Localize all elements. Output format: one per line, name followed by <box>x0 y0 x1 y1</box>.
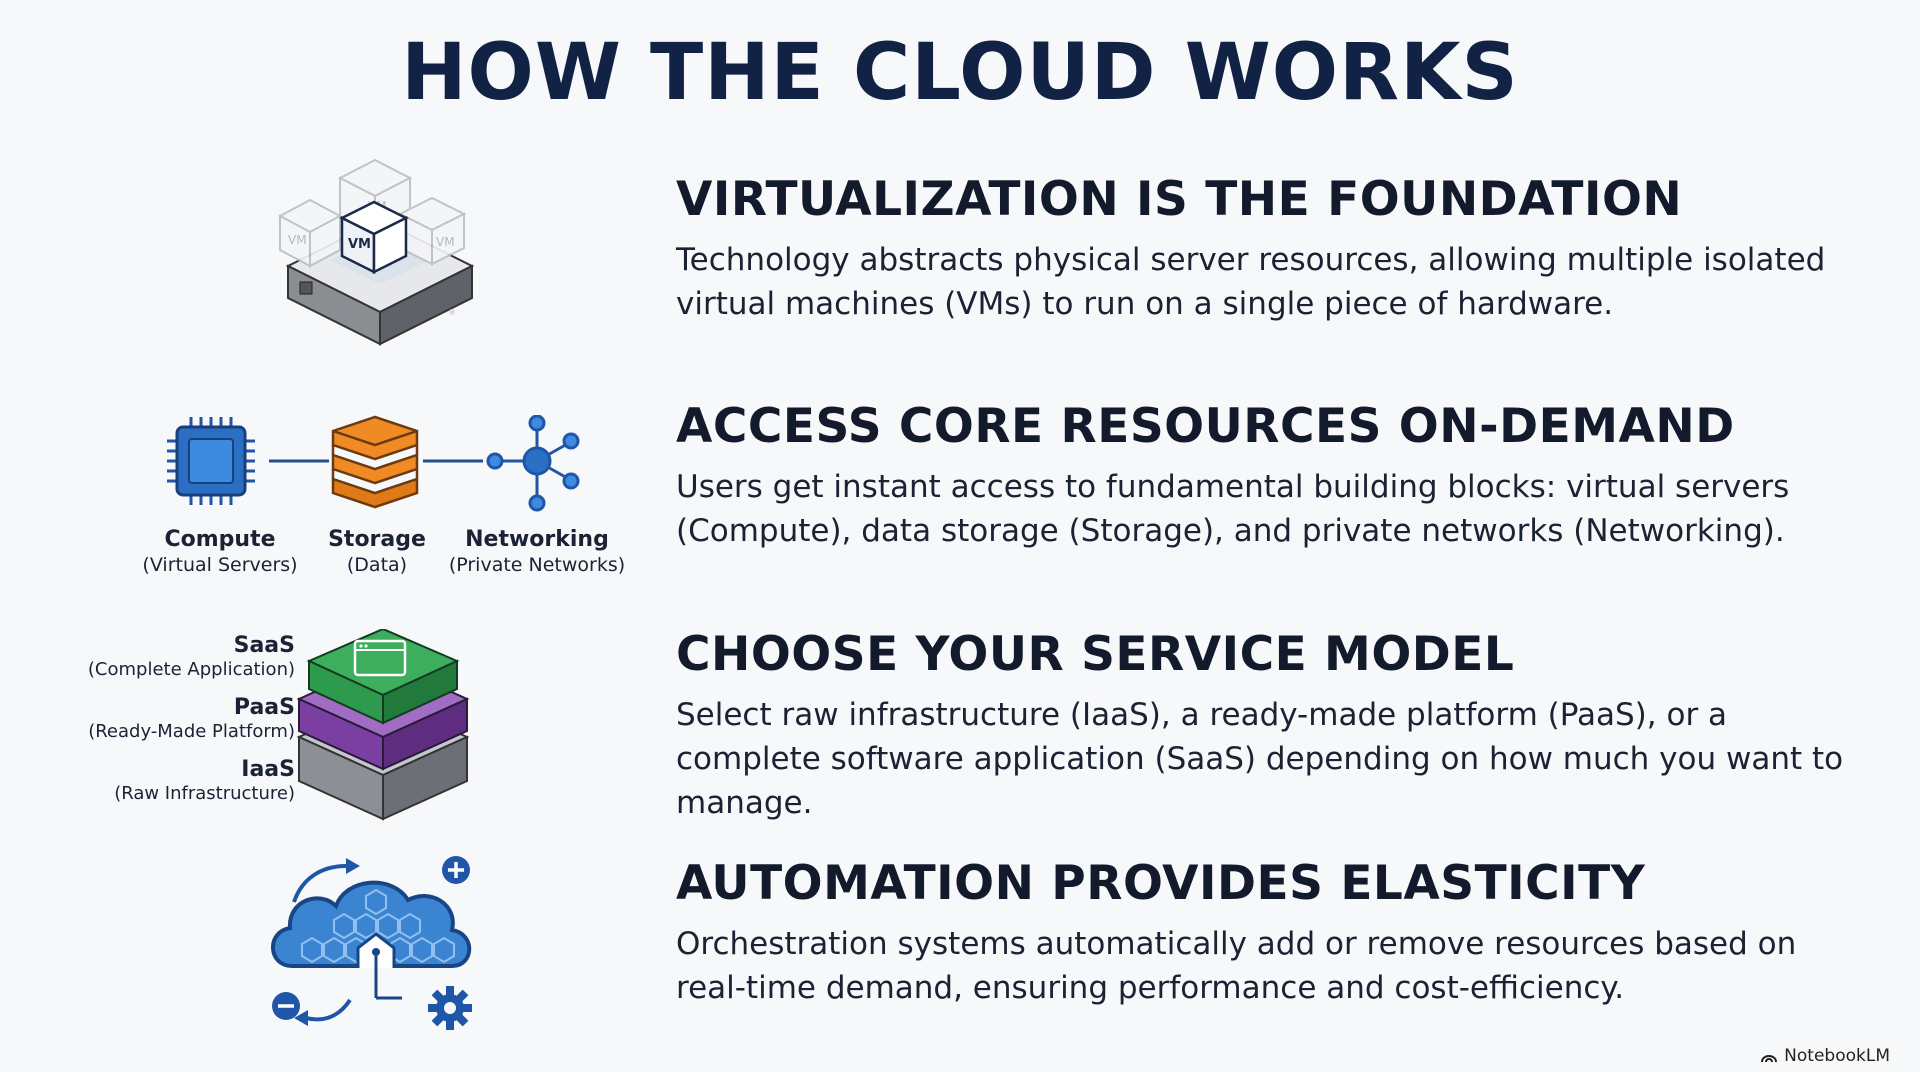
notebooklm-logo-icon <box>1761 1055 1778 1063</box>
section-heading: VIRTUALIZATION IS THE FOUNDATION <box>676 172 1683 227</box>
section-body: Select raw infrastructure (IaaS), a read… <box>676 697 1844 821</box>
resource-compute: Compute (Virtual Servers) <box>130 527 310 577</box>
layer-label-iaas: IaaS (Raw Infrastructure) <box>114 757 295 805</box>
minus-icon <box>272 992 300 1020</box>
layer-name: PaaS <box>233 695 295 720</box>
layer-sub: (Ready-Made Platform) <box>88 721 295 742</box>
layer-label-saas: SaaS (Complete Application) <box>88 633 295 681</box>
resource-networking: Networking (Private Networks) <box>436 527 638 577</box>
resource-name: Networking <box>465 527 609 552</box>
section-heading: CHOOSE YOUR SERVICE MODEL <box>676 627 1515 682</box>
resources-diagram <box>167 415 580 512</box>
layer-name: SaaS <box>233 633 295 658</box>
elastic-cloud-icon <box>271 856 472 1030</box>
resource-name: Compute <box>164 527 276 552</box>
layer-sub: (Raw Infrastructure) <box>114 783 295 804</box>
network-nodes-icon <box>486 415 580 512</box>
resource-sub: (Data) <box>346 554 408 576</box>
brand-watermark: NotebookLM <box>1760 1046 1890 1066</box>
vm-label: VM <box>348 237 371 252</box>
server-with-vms-icon: VM VM VM VM <box>277 158 475 346</box>
section-heading: ACCESS CORE RESOURCES ON-DEMAND <box>676 399 1735 454</box>
storage-stack-icon <box>331 415 419 509</box>
section-body: Users get instant access to fundamental … <box>676 469 1790 549</box>
cpu-chip-icon <box>167 417 255 505</box>
gear-icon <box>428 986 472 1030</box>
svg-text:VM: VM <box>436 235 455 249</box>
resource-sub: (Virtual Servers) <box>142 554 298 576</box>
service-model-stack-icon <box>296 629 470 821</box>
brand-name: NotebookLM <box>1784 1046 1890 1066</box>
layer-label-paas: PaaS (Ready-Made Platform) <box>88 695 295 743</box>
resource-storage: Storage (Data) <box>307 527 447 577</box>
layer-name: IaaS <box>241 757 295 782</box>
plus-icon <box>442 856 470 884</box>
resource-sub: (Private Networks) <box>448 554 626 576</box>
resource-name: Storage <box>328 527 426 552</box>
layer-sub: (Complete Application) <box>87 659 295 680</box>
page-title: HOW THE CLOUD WORKS <box>401 28 1519 118</box>
svg-text:VM: VM <box>288 233 307 247</box>
section-body: Technology abstracts physical server res… <box>676 242 1826 322</box>
section-heading: AUTOMATION PROVIDES ELASTICITY <box>676 856 1646 911</box>
section-body: Orchestration systems automatically add … <box>676 926 1797 1006</box>
